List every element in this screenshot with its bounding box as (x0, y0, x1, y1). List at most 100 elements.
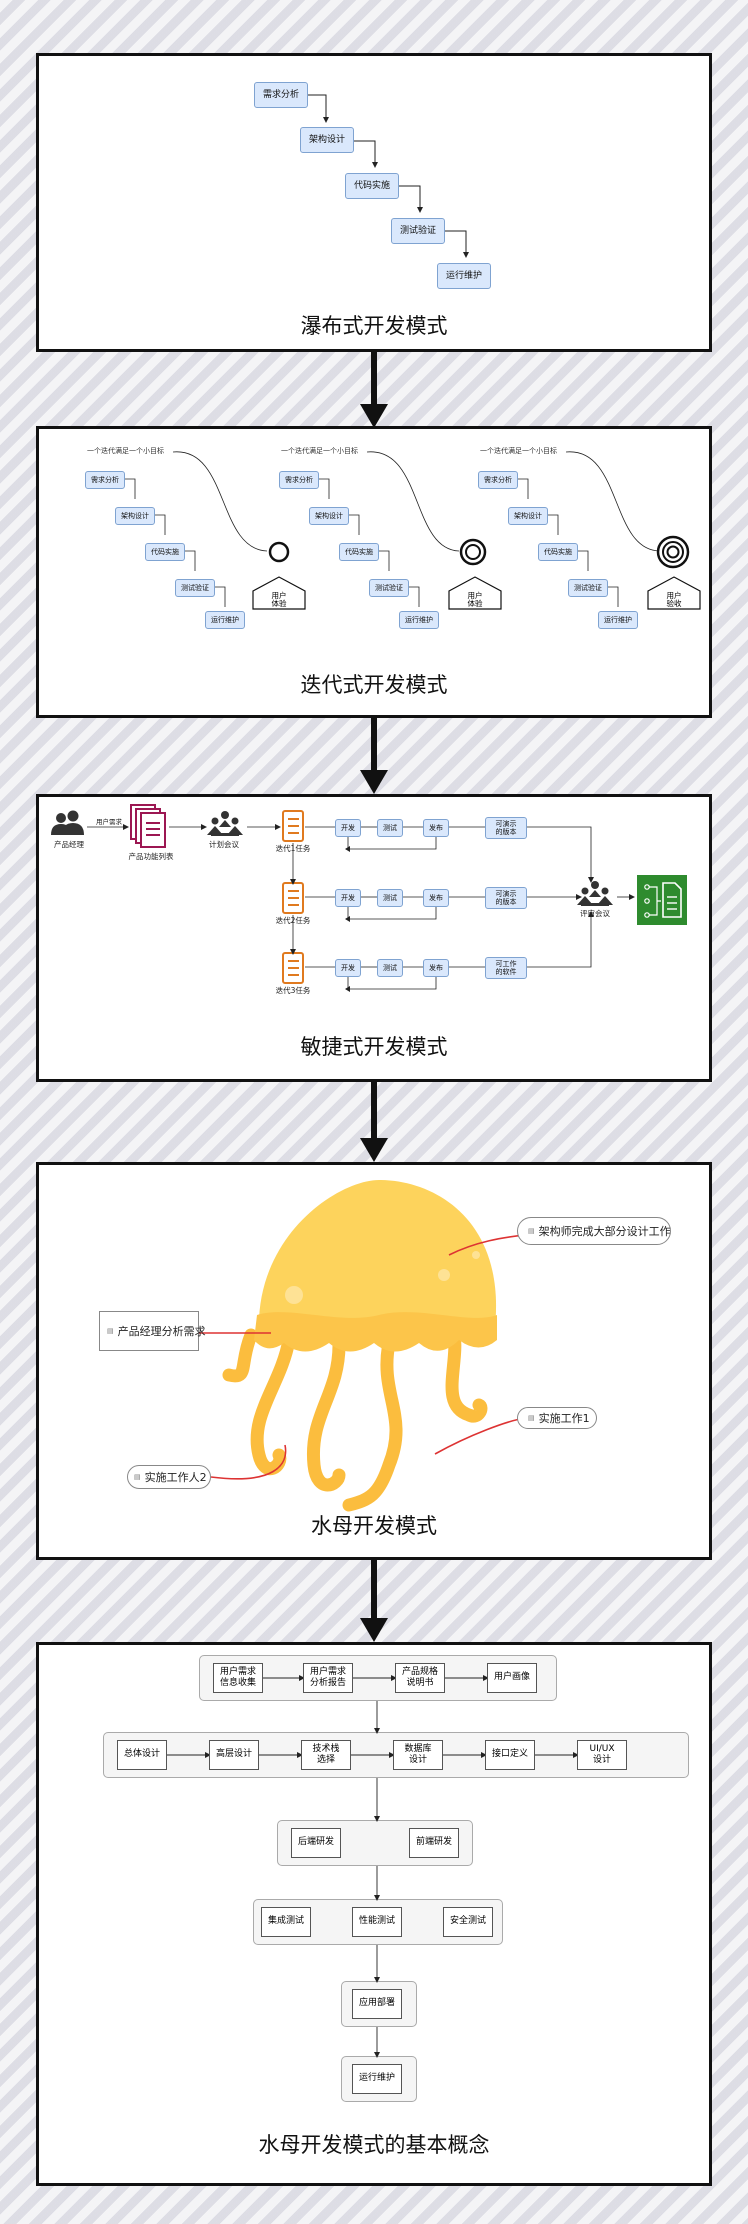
product-manager-icon (51, 810, 84, 835)
iter2-step-5: 运行维护 (399, 611, 439, 629)
iter3-step-4: 测试验证 (568, 579, 608, 597)
iter1-step-3: 代码实施 (145, 543, 185, 561)
iter3-release: 发布 (423, 959, 449, 977)
performance-test: 性能测试 (352, 1907, 402, 1937)
iteration-note-2: 一个迭代满足一个小目标 (281, 447, 358, 455)
req-analysis: 用户需求 分析报告 (303, 1663, 353, 1693)
task-icon-1 (282, 810, 304, 842)
integration-test: 集成测试 (261, 1907, 311, 1937)
outcome-2: 用户 体验 (467, 591, 483, 609)
concepts-panel: 用户需求 信息收集 用户需求 分析报告 产品规格 说明书 用户画像 总体设计 高… (36, 1642, 712, 2186)
iteration-note-3: 一个迭代满足一个小目标 (480, 447, 557, 455)
concepts-connectors (167, 1675, 579, 2058)
iter3-step-1: 需求分析 (478, 471, 518, 489)
jellyfish-title: 水母开发模式 (311, 1514, 437, 1538)
frontend-dev: 前端研发 (409, 1828, 459, 1858)
iter1-step-1: 需求分析 (85, 471, 125, 489)
waterfall-panel: 需求分析 架构设计 代码实施 测试验证 运行维护 瀑布式开发模式 (36, 53, 712, 352)
product-spec: 产品规格 说明书 (395, 1663, 445, 1693)
iter3-result: 可工作 的软件 (485, 957, 527, 979)
result-document-icon (637, 875, 687, 925)
agile-title: 敏捷式开发模式 (300, 1035, 448, 1059)
iter2-step-4: 测试验证 (369, 579, 409, 597)
feature-list-icon (130, 804, 166, 848)
iter2-step-3: 代码实施 (339, 543, 379, 561)
user-requirement-label: 用户需求 (96, 818, 122, 826)
connector-arrow-2 (360, 718, 388, 794)
waterfall-step-1: 需求分析 (254, 82, 308, 108)
note-icon: ▤ (134, 1473, 141, 1481)
connector-arrow-4 (360, 1560, 388, 1642)
operations-maintenance: 运行维护 (352, 2064, 402, 2094)
task-icon-2 (282, 882, 304, 914)
ui-ux-design: UI/UX 设计 (577, 1740, 627, 1770)
iter2-step-1: 需求分析 (279, 471, 319, 489)
iteration-note-1: 一个迭代满足一个小目标 (87, 447, 164, 455)
callout-product-manager-text: 产品经理分析需求 (117, 1325, 206, 1338)
iter1-step-4: 测试验证 (175, 579, 215, 597)
note-icon: ▤ (107, 1327, 114, 1335)
security-test: 安全测试 (443, 1907, 493, 1937)
callout-architect: ▤架构师完成大部分设计工作 (517, 1217, 671, 1245)
outcome-1: 用户 体验 (271, 591, 287, 609)
database-design: 数据库 设计 (393, 1740, 443, 1770)
iter1-release: 发布 (423, 819, 449, 837)
jellyfish-panel: ▤产品经理分析需求 ▤架构师完成大部分设计工作 ▤实施工作1 ▤实施工作人2 水… (36, 1162, 712, 1560)
interface-definition: 接口定义 (485, 1740, 535, 1770)
connector-arrow-1 (360, 352, 388, 428)
iter2-test: 测试 (377, 889, 403, 907)
iterative-connectors (123, 451, 701, 610)
planning-meeting-icon (207, 811, 243, 836)
waterfall-connectors (307, 94, 469, 258)
iter1-develop: 开发 (335, 819, 361, 837)
product-manager-label: 产品经理 (54, 840, 84, 849)
waterfall-step-5: 运行维护 (437, 263, 491, 289)
review-meeting-label: 评审会议 (580, 909, 610, 918)
waterfall-title: 瀑布式开发模式 (300, 314, 448, 338)
overall-design: 总体设计 (117, 1740, 167, 1770)
iter1-step-5: 运行维护 (205, 611, 245, 629)
app-deployment: 应用部署 (352, 1989, 402, 2019)
callout-product-manager: ▤产品经理分析需求 (99, 1311, 206, 1351)
waterfall-step-2: 架构设计 (300, 127, 354, 153)
user-persona: 用户画像 (487, 1663, 537, 1693)
connector-arrow-3 (360, 1082, 388, 1162)
waterfall-step-4: 测试验证 (391, 218, 445, 244)
callout-worker-1-text: 实施工作1 (538, 1412, 590, 1425)
review-meeting-icon (577, 881, 613, 906)
note-icon: ▤ (528, 1227, 535, 1235)
req-collect: 用户需求 信息收集 (213, 1663, 263, 1693)
iteration-1-label: 迭代1任务 (275, 844, 311, 853)
callout-worker-1: ▤实施工作1 (517, 1407, 597, 1429)
outcome-3: 用户 验收 (666, 591, 682, 609)
iterative-panel: 一个迭代满足一个小目标 一个迭代满足一个小目标 一个迭代满足一个小目标 需求分析… (36, 426, 712, 718)
iter2-result: 可演示 的版本 (485, 887, 527, 909)
iter1-test: 测试 (377, 819, 403, 837)
iter2-develop: 开发 (335, 889, 361, 907)
feature-list-label: 产品功能列表 (128, 852, 174, 861)
iterative-title: 迭代式开发模式 (300, 673, 448, 697)
callout-architect-text: 架构师完成大部分设计工作 (538, 1225, 671, 1238)
iter1-step-2: 架构设计 (115, 507, 155, 525)
iter2-release: 发布 (423, 889, 449, 907)
task-icon-3 (282, 952, 304, 984)
agile-connectors (51, 804, 687, 992)
jellyfish-illustration (199, 1180, 527, 1512)
iteration-3-label: 迭代3任务 (275, 986, 311, 995)
agile-panel: 产品经理 用户需求 产品功能列表 计划会议 迭代1任务 迭代2任务 迭代3任务 … (36, 794, 712, 1082)
iteration-2-label: 迭代2任务 (275, 916, 311, 925)
callout-worker-2-text: 实施工作人2 (144, 1471, 207, 1484)
iter2-step-2: 架构设计 (309, 507, 349, 525)
iter3-step-2: 架构设计 (508, 507, 548, 525)
iter3-step-3: 代码实施 (538, 543, 578, 561)
iter3-develop: 开发 (335, 959, 361, 977)
note-icon: ▤ (528, 1414, 535, 1422)
iter1-result: 可演示 的版本 (485, 817, 527, 839)
tech-stack: 技术栈 选择 (301, 1740, 351, 1770)
backend-dev: 后端研发 (291, 1828, 341, 1858)
concepts-title: 水母开发模式的基本概念 (258, 2133, 490, 2157)
callout-worker-2: ▤实施工作人2 (127, 1465, 211, 1489)
iter3-step-5: 运行维护 (598, 611, 638, 629)
planning-meeting-label: 计划会议 (209, 840, 239, 849)
